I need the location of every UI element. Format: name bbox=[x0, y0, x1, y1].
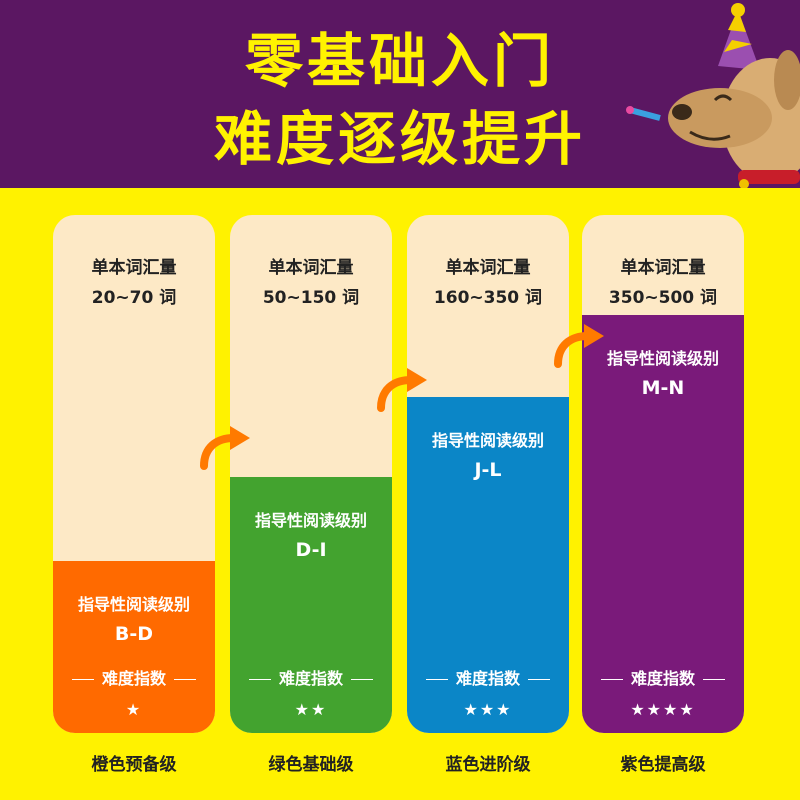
arrow-right-icon bbox=[554, 324, 604, 368]
level-card-orange: 单本词汇量 20~70 词 指导性阅读级别 B-D 难度指数 ★ bbox=[53, 215, 215, 733]
caption-blue: 蓝色进阶级 bbox=[445, 755, 531, 775]
level-label: 指导性阅读级别 bbox=[431, 431, 544, 450]
party-dog-illustration bbox=[626, 3, 800, 188]
level-value: M-N bbox=[641, 377, 685, 399]
level-block: 指导性阅读级别 B-D 难度指数 ★ bbox=[53, 561, 215, 733]
vocab-label: 单本词汇量 bbox=[445, 258, 531, 278]
level-block: 指导性阅读级别 D-I 难度指数 ★★ bbox=[230, 477, 392, 733]
level-label: 指导性阅读级别 bbox=[254, 511, 367, 530]
level-value: D-I bbox=[295, 539, 327, 561]
vocab-label: 单本词汇量 bbox=[268, 258, 354, 278]
header-banner: 零基础入门 难度逐级提升 bbox=[0, 0, 800, 188]
difficulty-stars: ★★★ bbox=[463, 700, 513, 719]
level-block: 指导性阅读级别 M-N 难度指数 ★★★★ bbox=[582, 315, 744, 733]
vocab-range: 350~500 词 bbox=[608, 288, 718, 308]
vocab-range: 50~150 词 bbox=[262, 288, 360, 308]
difficulty-label: 难度指数 bbox=[230, 665, 392, 689]
level-value: J-L bbox=[474, 459, 502, 481]
caption-purple: 紫色提高级 bbox=[620, 755, 706, 775]
level-label: 指导性阅读级别 bbox=[606, 349, 719, 368]
difficulty-stars: ★★★★ bbox=[630, 700, 696, 719]
level-card-purple: 单本词汇量 350~500 词 指导性阅读级别 M-N 难度指数 ★★★★ bbox=[582, 215, 744, 733]
title-line-1: 零基础入门 bbox=[244, 27, 555, 95]
difficulty-stars: ★ bbox=[125, 700, 143, 719]
level-card-blue: 单本词汇量 160~350 词 指导性阅读级别 J-L 难度指数 ★★★ bbox=[407, 215, 569, 733]
vocab-range: 160~350 词 bbox=[433, 288, 543, 308]
difficulty-stars: ★★ bbox=[294, 700, 328, 719]
caption-orange: 橙色预备级 bbox=[91, 755, 177, 775]
vocab-range: 20~70 词 bbox=[91, 288, 177, 308]
level-value: B-D bbox=[114, 623, 154, 645]
difficulty-label: 难度指数 bbox=[582, 665, 744, 689]
vocab-label: 单本词汇量 bbox=[620, 258, 706, 278]
level-card-green: 单本词汇量 50~150 词 指导性阅读级别 D-I 难度指数 ★★ bbox=[230, 215, 392, 733]
caption-green: 绿色基础级 bbox=[268, 755, 354, 775]
difficulty-label: 难度指数 bbox=[407, 665, 569, 689]
arrow-right-icon bbox=[200, 426, 250, 470]
vocab-label: 单本词汇量 bbox=[91, 258, 177, 278]
arrow-right-icon bbox=[377, 368, 427, 412]
title-line-2: 难度逐级提升 bbox=[213, 105, 586, 173]
difficulty-label: 难度指数 bbox=[53, 665, 215, 689]
level-block: 指导性阅读级别 J-L 难度指数 ★★★ bbox=[407, 397, 569, 733]
level-label: 指导性阅读级别 bbox=[77, 595, 190, 614]
